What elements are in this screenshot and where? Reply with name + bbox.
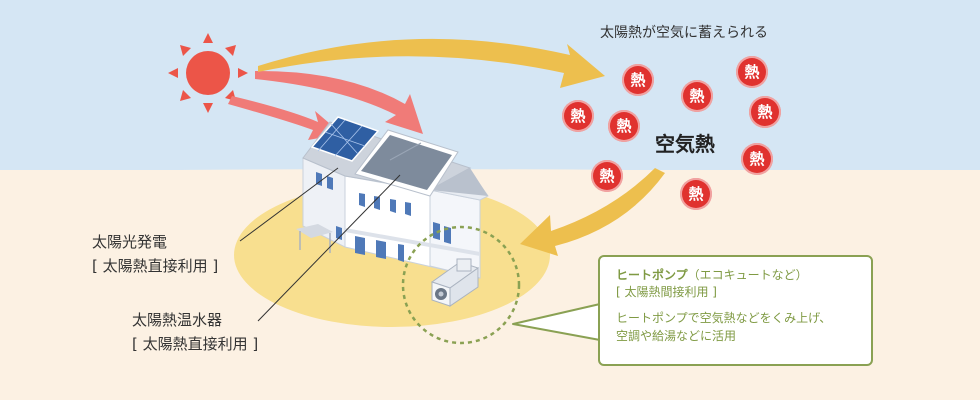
heat-ball: 熱 bbox=[622, 64, 654, 96]
house-windows bbox=[316, 172, 451, 262]
solar-water-heater-icon bbox=[354, 129, 459, 197]
solar-water-subtitle: [ 太陽熱直接利用 ] bbox=[132, 335, 259, 353]
sky-background bbox=[0, 0, 980, 172]
heat-ball: 熱 bbox=[749, 96, 781, 128]
heat-ball: 熱 bbox=[562, 100, 594, 132]
horizon bbox=[0, 169, 980, 180]
floor-band bbox=[345, 228, 480, 256]
heat-pump-highlight-circle bbox=[401, 225, 521, 345]
solar-power-title: 太陽光発電 bbox=[92, 233, 168, 251]
heat-pump-title: ヒートポンプ bbox=[616, 268, 688, 282]
sun-icon bbox=[168, 33, 248, 113]
sun-ray-arrow-2 bbox=[255, 70, 423, 134]
heat-pump-desc-line2: 空調や給湯などに活用 bbox=[616, 329, 737, 343]
heat-ball: 熱 bbox=[680, 178, 712, 210]
solar-power-leader-line bbox=[239, 167, 339, 242]
heat-ball: 熱 bbox=[741, 143, 773, 175]
roof-edge bbox=[430, 168, 488, 196]
solar-panel-icon bbox=[310, 116, 380, 162]
sun-to-air-arrow bbox=[258, 38, 605, 88]
heat-pump-callout: ヒートポンプ（エコキュートなど） [ 太陽熱間接利用 ] ヒートポンプで空気熱な… bbox=[598, 255, 873, 366]
sun-ray-arrow-1 bbox=[228, 96, 342, 140]
heat-pump-title-note: （エコキュートなど） bbox=[687, 268, 808, 282]
air-to-heatpump-arrow bbox=[520, 168, 665, 256]
heat-pump-description: ヒートポンプで空気熱などをくみ上げ、 空調や給湯などに活用 bbox=[616, 309, 859, 345]
heat-pump-desc-line1: ヒートポンプで空気熱などをくみ上げ、 bbox=[616, 311, 832, 325]
heat-pump-unit-icon bbox=[430, 258, 480, 307]
heat-ball: 熱 bbox=[681, 80, 713, 112]
solar-power-subtitle: [ 太陽熱直接利用 ] bbox=[92, 257, 219, 275]
air-heat-label: 空気熱 bbox=[655, 132, 715, 156]
heat-ball: 熱 bbox=[608, 110, 640, 142]
solar-power-label: 太陽光発電 [ 太陽熱直接利用 ] bbox=[92, 230, 218, 278]
solar-water-title: 太陽熱温水器 bbox=[132, 311, 223, 329]
heat-pump-subtitle: [ 太陽熱間接利用 ] bbox=[616, 285, 717, 299]
caption-top: 太陽熱が空気に蓄えられる bbox=[600, 25, 768, 41]
solar-water-label: 太陽熱温水器 [ 太陽熱直接利用 ] bbox=[132, 308, 258, 356]
solar-water-leader-line bbox=[257, 174, 401, 322]
heat-ball: 熱 bbox=[591, 160, 623, 192]
canopy bbox=[296, 224, 333, 238]
heat-pump-title-row: ヒートポンプ（エコキュートなど） bbox=[616, 267, 859, 283]
heat-ball: 熱 bbox=[736, 56, 768, 88]
